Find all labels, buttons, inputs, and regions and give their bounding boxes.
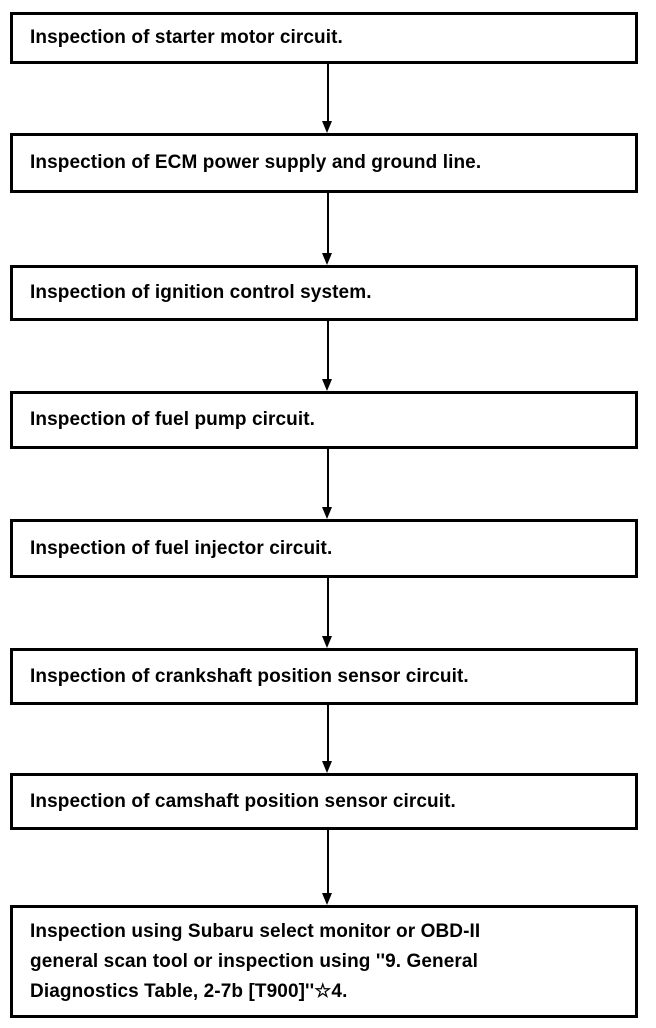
down-arrow-icon [322,507,332,519]
flowchart-step-6-label: Inspection of crankshaft position sensor… [30,665,469,687]
flowchart-connector-3 [322,321,333,391]
flowchart-step-8-label: Inspection using Subaru select monitor o… [30,920,481,1002]
flowchart-connector-7 [322,830,333,905]
down-arrow-icon [322,636,332,648]
flowchart-step-8: Inspection using Subaru select monitor o… [10,905,638,1018]
flowchart-step-1: Inspection of starter motor circuit. [10,12,638,64]
flowchart-step-6: Inspection of crankshaft position sensor… [10,648,638,705]
flowchart-connector-2 [322,193,333,265]
flowchart-connector-4 [322,449,333,519]
flowchart-step-2: Inspection of ECM power supply and groun… [10,133,638,193]
down-arrow-icon [322,893,332,905]
flowchart-step-1-label: Inspection of starter motor circuit. [30,27,343,48]
flowchart-step-3: Inspection of ignition control system. [10,265,638,321]
down-arrow-icon [322,761,332,773]
connector-line [327,193,329,253]
connector-line [327,64,329,121]
down-arrow-icon [322,253,332,265]
flowchart-step-7-label: Inspection of camshaft position sensor c… [30,790,456,812]
flowchart-step-7: Inspection of camshaft position sensor c… [10,773,638,830]
flowchart-step-4-label: Inspection of fuel pump circuit. [30,409,316,430]
connector-line [327,705,329,761]
flowchart-connector-5 [322,578,333,648]
down-arrow-icon [322,379,332,391]
connector-line [327,321,329,379]
connector-line [327,578,329,636]
connector-line [327,449,329,507]
flowchart-step-2-label: Inspection of ECM power supply and groun… [30,152,482,173]
down-arrow-icon [322,121,332,133]
flowchart-step-3-label: Inspection of ignition control system. [30,282,372,303]
flowchart-step-4: Inspection of fuel pump circuit. [10,391,638,449]
flowchart-connector-1 [322,64,333,133]
connector-line [327,830,329,893]
flowchart-step-5: Inspection of fuel injector circuit. [10,519,638,578]
flowchart-connector-6 [322,705,333,773]
flowchart-step-5-label: Inspection of fuel injector circuit. [30,537,333,559]
